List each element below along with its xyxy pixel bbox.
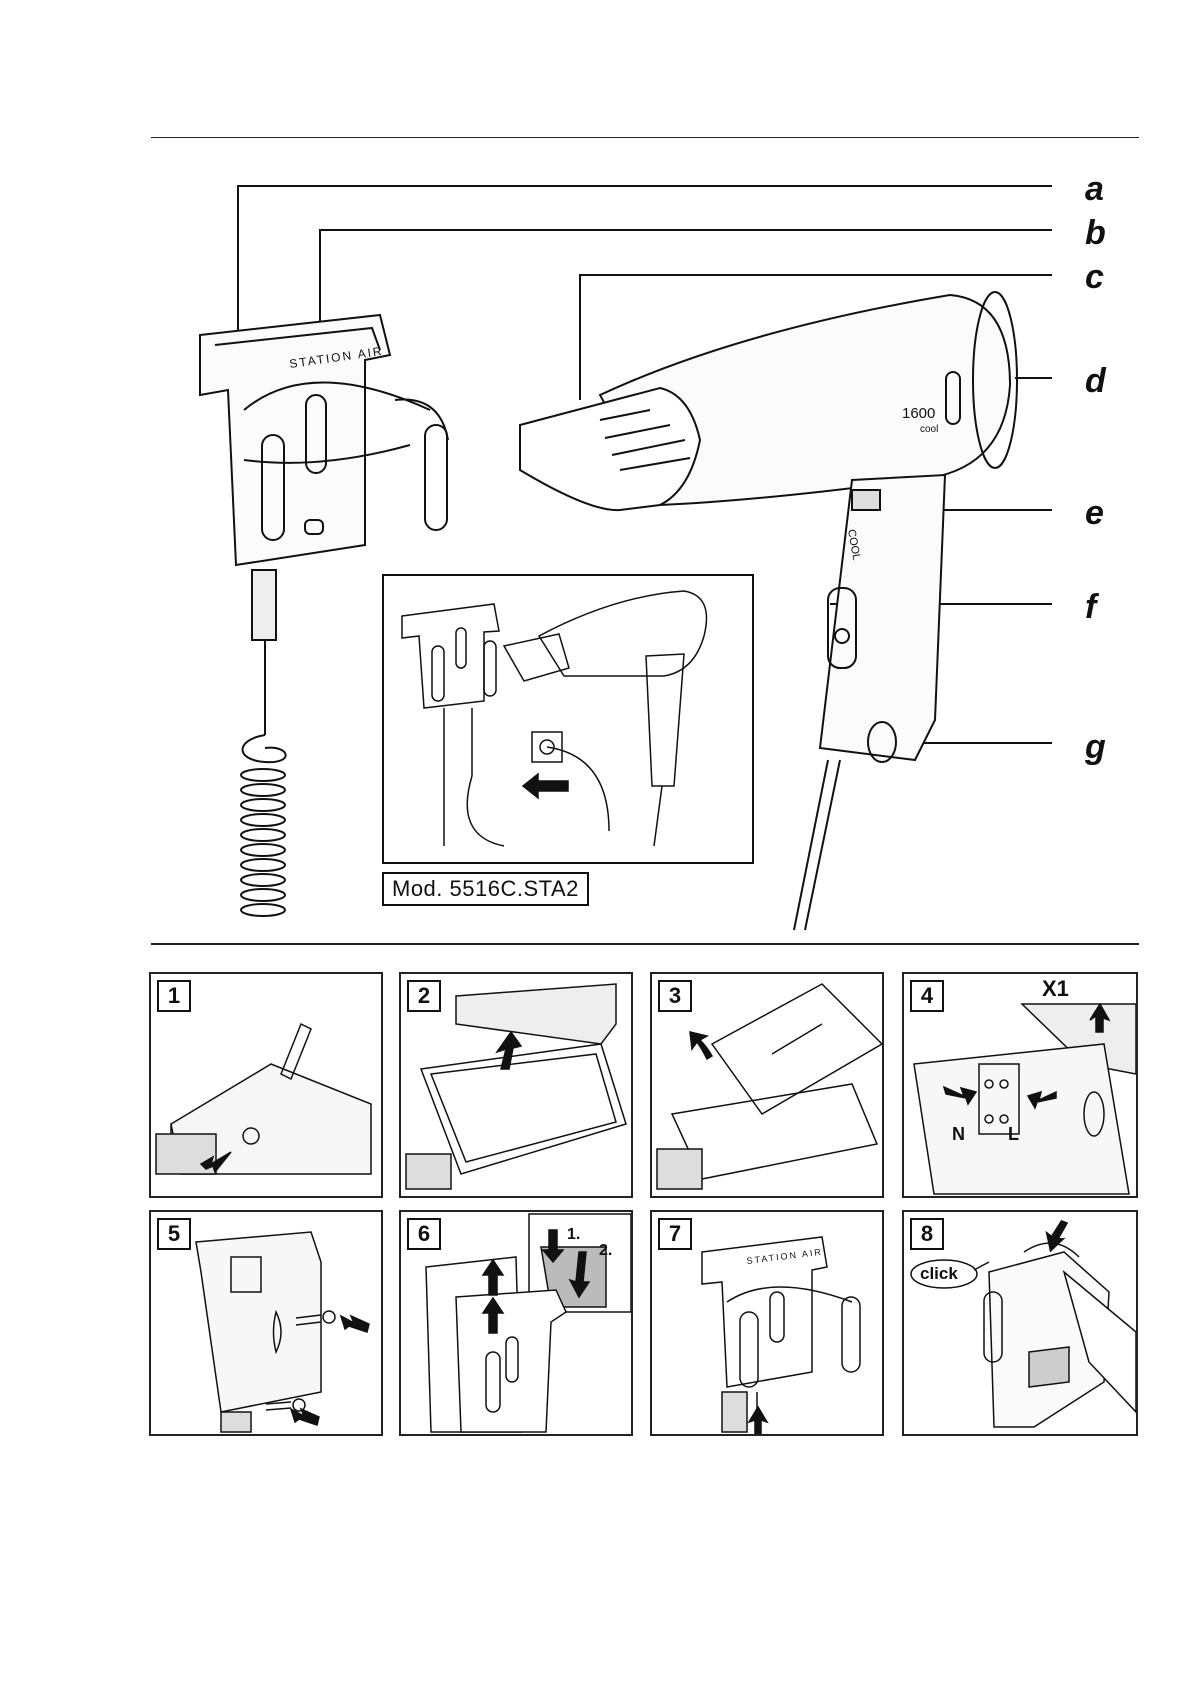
neutral-terminal-label: N [952, 1124, 965, 1145]
step-6-illustration [401, 1212, 631, 1434]
step-6-first-label: 1. [567, 1226, 580, 1244]
inset-box [382, 574, 754, 864]
model-number-label: Mod. 5516C.STA2 [382, 872, 589, 906]
step-8-illustration [904, 1212, 1136, 1434]
step-panel-4: 4 X1 N L [902, 972, 1138, 1198]
dryer-power-text: 1600 [902, 405, 935, 422]
cool-button [852, 490, 880, 510]
step-panel-3: 3 [650, 972, 884, 1198]
step-4-illustration [904, 974, 1136, 1196]
step-3-illustration [652, 974, 882, 1196]
step-7-illustration: STATION AIR [652, 1212, 882, 1434]
step-panel-6: 6 1. 2. [399, 1210, 633, 1436]
step-6-second-label: 2. [599, 1242, 612, 1260]
step-2-illustration [401, 974, 631, 1196]
step-panel-8: 8 click [902, 1210, 1138, 1436]
dryer-mode-text: cool [920, 424, 938, 435]
coil-rings [241, 769, 285, 916]
station-slot-right [425, 425, 447, 530]
step-1-illustration [151, 974, 381, 1196]
plug-in-arrow [523, 774, 568, 798]
dryer-nozzle [520, 388, 700, 510]
coiled-cord [243, 735, 286, 762]
step-panel-7: 7 STATION AIR [650, 1210, 884, 1436]
dryer-cord [794, 760, 840, 930]
step-panel-2: 2 [399, 972, 633, 1198]
live-terminal-label: L [1008, 1124, 1019, 1145]
step-panel-1: 1 [149, 972, 383, 1198]
step-5-illustration [151, 1212, 381, 1434]
dryer-handle [820, 475, 945, 760]
section-divider [151, 943, 1139, 945]
click-callout: click [920, 1264, 958, 1284]
step-panel-5: 5 [149, 1210, 383, 1436]
inset-illustration [384, 576, 752, 862]
